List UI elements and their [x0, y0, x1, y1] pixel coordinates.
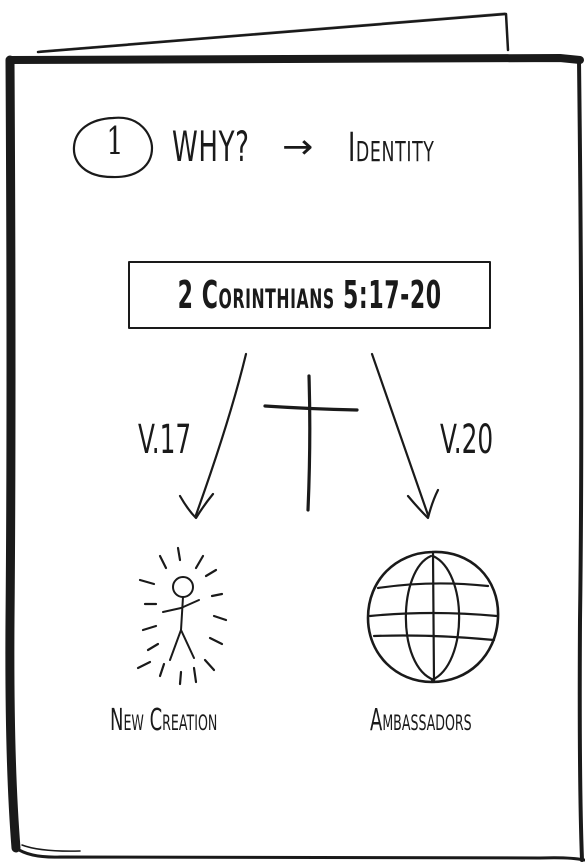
verse-label-left: V.17 — [138, 417, 192, 463]
booklet-outline-left — [5, 55, 21, 853]
arrow-right-head — [406, 488, 440, 520]
heading-why: WHY? — [172, 122, 250, 171]
cross-vertical — [306, 374, 312, 512]
cross-horizontal — [263, 404, 359, 412]
booklet-outline-top — [6, 54, 584, 64]
arrow-right-shaft — [370, 352, 430, 517]
caption-new-creation: New Creation — [110, 703, 218, 738]
heading-identity: Identity — [348, 125, 435, 171]
globe-icon — [366, 550, 500, 684]
radiant-person-icon — [136, 546, 228, 686]
arrow-left-head — [178, 492, 215, 520]
scripture-reference-label: 2 Corinthians 5:17-20 — [177, 273, 443, 317]
step-circle — [72, 116, 154, 179]
booklet-outline-right — [577, 58, 584, 862]
heading-arrow-icon: → — [282, 127, 314, 167]
caption-ambassadors: Ambassadors — [370, 703, 472, 738]
scripture-reference: 2 Corinthians 5:17-20 — [130, 262, 490, 328]
arrow-left-shaft — [194, 352, 248, 517]
verse-label-right: V.20 — [440, 417, 494, 463]
scripture-box — [128, 261, 491, 329]
step-number: 1 — [106, 119, 124, 163]
back-page-edge — [36, 12, 510, 54]
booklet-outline-bottom — [14, 846, 585, 862]
